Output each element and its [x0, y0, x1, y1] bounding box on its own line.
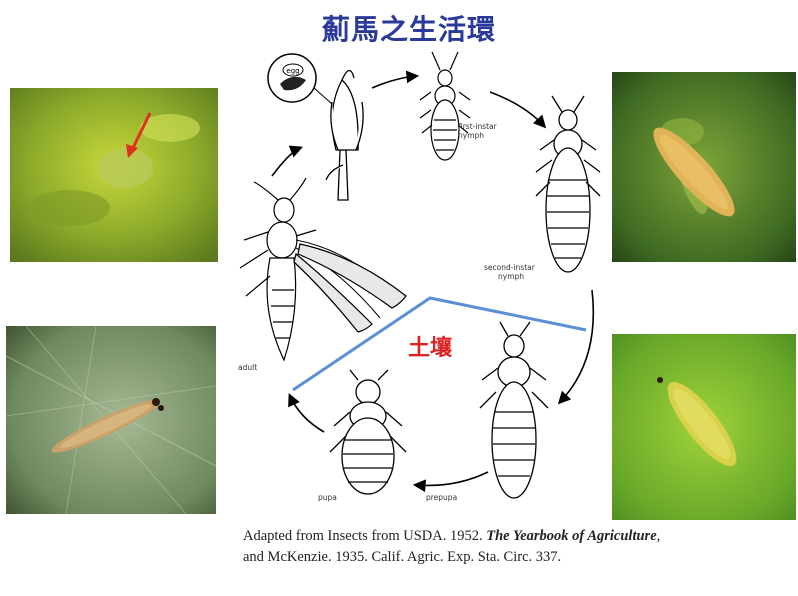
arrow-first-to-second-instar [490, 92, 544, 126]
second-instar-label-2: nymph [498, 272, 524, 281]
first-instar-drawing [420, 52, 470, 160]
arrow-second-to-prepupa [560, 290, 593, 402]
prepupa-drawing [480, 322, 548, 498]
pupa-label: pupa [318, 493, 337, 502]
source-caption: Adapted from Insects from USDA. 1952. Th… [243, 526, 683, 568]
soil-label: 土壤 [408, 330, 452, 362]
first-instar-label-2: nymph [458, 131, 484, 140]
caption-part-1: Adapted from Insects from USDA. 1952. [243, 528, 486, 544]
egg-inset [268, 54, 332, 104]
pupa-drawing [330, 370, 406, 494]
second-instar-drawing [536, 96, 600, 272]
adult-label: adult [238, 363, 257, 372]
first-instar-label: first-instar [458, 122, 498, 131]
arrow-plant-to-first-instar [372, 76, 416, 88]
adult-drawing [240, 178, 406, 360]
prepupa-label: prepupa [426, 493, 457, 502]
flower-bud-drawing [326, 70, 363, 200]
arrow-pupa-to-adult [290, 396, 324, 432]
caption-italic-title: The Yearbook of Agriculture [486, 528, 656, 544]
arrow-adult-to-plant [272, 148, 300, 176]
arrow-prepupa-to-pupa [416, 472, 488, 485]
egg-label: egg [286, 67, 299, 75]
second-instar-label: second-instar [484, 263, 536, 272]
